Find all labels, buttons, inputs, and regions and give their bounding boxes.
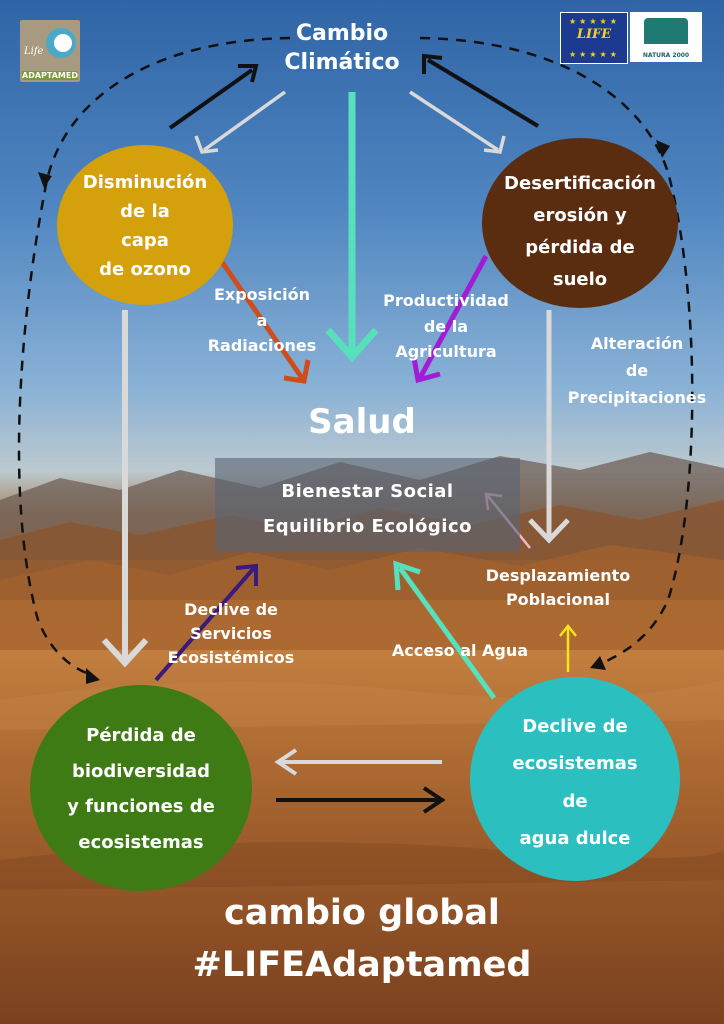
dashed-loop-left-head (86, 668, 100, 684)
dashed-loop-right-arrow (419, 36, 694, 667)
eu-life-logo: LIFE ★★★★★ ★★★★★ (560, 12, 628, 64)
text-line: Ecosistémicos (167, 648, 295, 667)
text-line: Disminución (82, 172, 208, 193)
node-desertificacion-text: Desertificación erosión y pérdida de suelo (480, 168, 680, 296)
node-biodiversidad-text: Pérdida de biodiversidad y funciones de eco… (34, 718, 248, 861)
text-line: agua dulce (519, 828, 631, 850)
text-line: Productividad (383, 291, 509, 310)
text-line: de ozono (99, 259, 191, 281)
arrow-ozono-to-clima (168, 68, 254, 130)
text-line: erosión y (533, 205, 627, 227)
arrow-desert-to-clima (426, 58, 540, 128)
center-line-2: Equilibrio Ecológico (262, 516, 473, 538)
arrow-servicios (154, 566, 256, 682)
label-productividad: Productividad de la Agricultura (370, 288, 522, 365)
center-box (215, 458, 520, 552)
node-biodiversidad (30, 685, 252, 891)
natura-2000-logo: NATURA 2000 (630, 12, 702, 62)
text-line: Radiaciones (207, 336, 317, 356)
text-line: Servicios (190, 624, 272, 643)
text-line: de la (423, 316, 469, 336)
text-line: de (625, 361, 649, 381)
title-line-1: Cambio (295, 21, 389, 46)
cambio-climatico-title: Cambio Climático (262, 20, 422, 77)
node-desertificacion (482, 138, 678, 308)
center-line-1: Bienestar Social (281, 481, 454, 502)
node-ozono-text: Disminución de la capa de ozono (60, 168, 230, 285)
node-agua-dulce (470, 677, 680, 881)
text-line: a (256, 310, 268, 330)
arrow-exposicion (219, 260, 305, 380)
text-line: de la (120, 201, 170, 223)
life-adaptamed-logo: Life ADAPTAMED (20, 20, 80, 82)
text-line: ecosistemas (512, 753, 638, 775)
node-ozono (57, 145, 233, 305)
text-line: capa (121, 230, 169, 252)
center-box-text: Bienestar Social Equilibrio Ecológico (215, 474, 520, 544)
arrow-acceso-agua (397, 566, 497, 700)
footer-text: cambio global #LIFEAdaptamed (140, 888, 584, 992)
arrow-productividad (417, 254, 489, 380)
text-line: ecosistemas (78, 831, 204, 853)
text-line: Poblacional (505, 590, 611, 609)
arrow-clima-to-desert (409, 90, 499, 152)
text-line: Pérdida de (86, 725, 196, 746)
node-agua-dulce-text: Declive de ecosistemas de agua dulce (472, 708, 678, 858)
footer-hashtag: #LIFEAdaptamed (192, 944, 532, 985)
title-line-2: Climático (284, 49, 400, 75)
text-line: de (562, 790, 588, 812)
text-line: biodiversidad (71, 760, 211, 782)
dashed-loop-left-arrow (17, 36, 291, 677)
text-line: pérdida de (525, 237, 635, 259)
text-line: Declive de (184, 600, 278, 619)
salud-title: Salud (308, 402, 416, 442)
text-line: Desplazamiento (485, 566, 631, 585)
label-acceso-agua: Acceso al Agua (391, 641, 529, 660)
text-line: Declive de (522, 716, 628, 737)
text-line: suelo (552, 269, 608, 291)
text-line: y funciones de (67, 796, 215, 818)
text-line: Desertificación (504, 173, 656, 194)
text-line: Exposición (213, 285, 311, 304)
text-line: Agricultura (395, 342, 497, 362)
text-line: Precipitaciones (567, 388, 707, 408)
arrow-clima-to-ozono (202, 90, 287, 152)
text-line: Alteración (590, 334, 684, 353)
footer-line-1: cambio global (224, 893, 500, 933)
